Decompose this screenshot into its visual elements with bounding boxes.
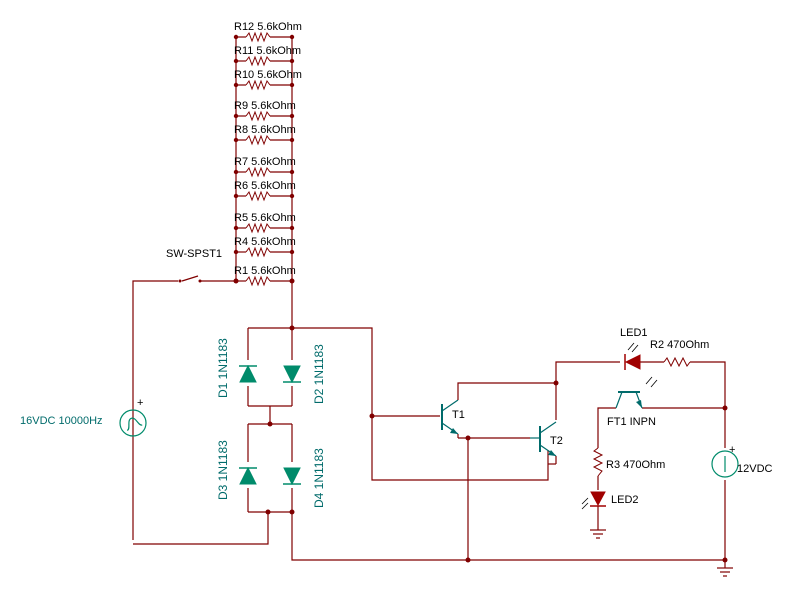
resistor-label: R11 5.6kOhm — [234, 45, 301, 57]
resistor-r4: R4 5.6kOhm — [233, 236, 296, 258]
diode-d4: D4 1N1183 — [283, 448, 326, 508]
resistor-label: R1 5.6kOhm — [234, 265, 296, 277]
transistor-t2: T2 — [530, 421, 563, 465]
resistor-label: R8 5.6kOhm — [234, 124, 296, 136]
resistor-r3: R3 470Ohm — [592, 447, 665, 477]
switch-label: SW-SPST1 — [166, 248, 222, 260]
led2-label: LED2 — [611, 494, 639, 506]
ac-source: + 16VDC 10000Hz — [20, 397, 147, 437]
transistor-t1-label: T1 — [452, 409, 465, 421]
diode-d3: D3 1N1183 — [216, 440, 257, 500]
diode-d2-label: D2 1N1183 — [312, 344, 326, 404]
led1: LED1 — [620, 327, 648, 370]
resistor-r10: R10 5.6kOhm — [233, 69, 302, 91]
led2: LED2 — [581, 491, 639, 510]
phototransistor-ft1: FT1 INPN — [607, 376, 658, 428]
ac-source-plus: + — [137, 397, 143, 409]
resistor-r8: R8 5.6kOhm — [233, 124, 296, 146]
resistor-label: R10 5.6kOhm — [234, 69, 302, 81]
dc-source: + 12VDC — [711, 444, 773, 478]
resistor-r5: R5 5.6kOhm — [233, 212, 296, 234]
resistor-r2: R2 470Ohm — [650, 339, 709, 368]
diode-d3-label: D3 1N1183 — [216, 440, 230, 500]
junctions — [233, 278, 728, 563]
resistor-label: R6 5.6kOhm — [234, 180, 296, 192]
resistor-label: R12 5.6kOhm — [234, 21, 302, 33]
ground-led2 — [590, 529, 606, 539]
resistor-label: R4 5.6kOhm — [234, 236, 296, 248]
resistor-label: R9 5.6kOhm — [234, 100, 296, 112]
resistor-r12: R12 5.6kOhm — [233, 21, 302, 43]
dc-source-label: 12VDC — [737, 463, 773, 475]
diode-d2: D2 1N1183 — [283, 344, 326, 404]
led1-label: LED1 — [620, 327, 648, 339]
diode-d1-label: D1 1N1183 — [216, 338, 230, 398]
resistor-r9: R9 5.6kOhm — [233, 100, 296, 122]
ac-source-label: 16VDC 10000Hz — [20, 415, 103, 427]
r3-label: R3 470Ohm — [606, 459, 665, 471]
resistor-label: R5 5.6kOhm — [234, 212, 296, 224]
diode-d4-label: D4 1N1183 — [312, 448, 326, 508]
ft1-label: FT1 INPN — [607, 416, 656, 428]
resistor-r11: R11 5.6kOhm — [233, 45, 301, 67]
ground-main — [717, 567, 733, 577]
resistor-label: R7 5.6kOhm — [234, 156, 296, 168]
transistor-t1: T1 — [441, 397, 465, 438]
resistor-r7: R7 5.6kOhm — [233, 156, 296, 178]
r2-label: R2 470Ohm — [650, 339, 709, 351]
diode-d1: D1 1N1183 — [216, 338, 257, 398]
switch-spst: SW-SPST1 — [166, 248, 222, 283]
resistor-r1: R1 5.6kOhm — [233, 265, 296, 287]
resistor-r6: R6 5.6kOhm — [233, 180, 296, 202]
dc-source-plus: + — [729, 444, 735, 456]
transistor-t2-label: T2 — [550, 435, 563, 447]
